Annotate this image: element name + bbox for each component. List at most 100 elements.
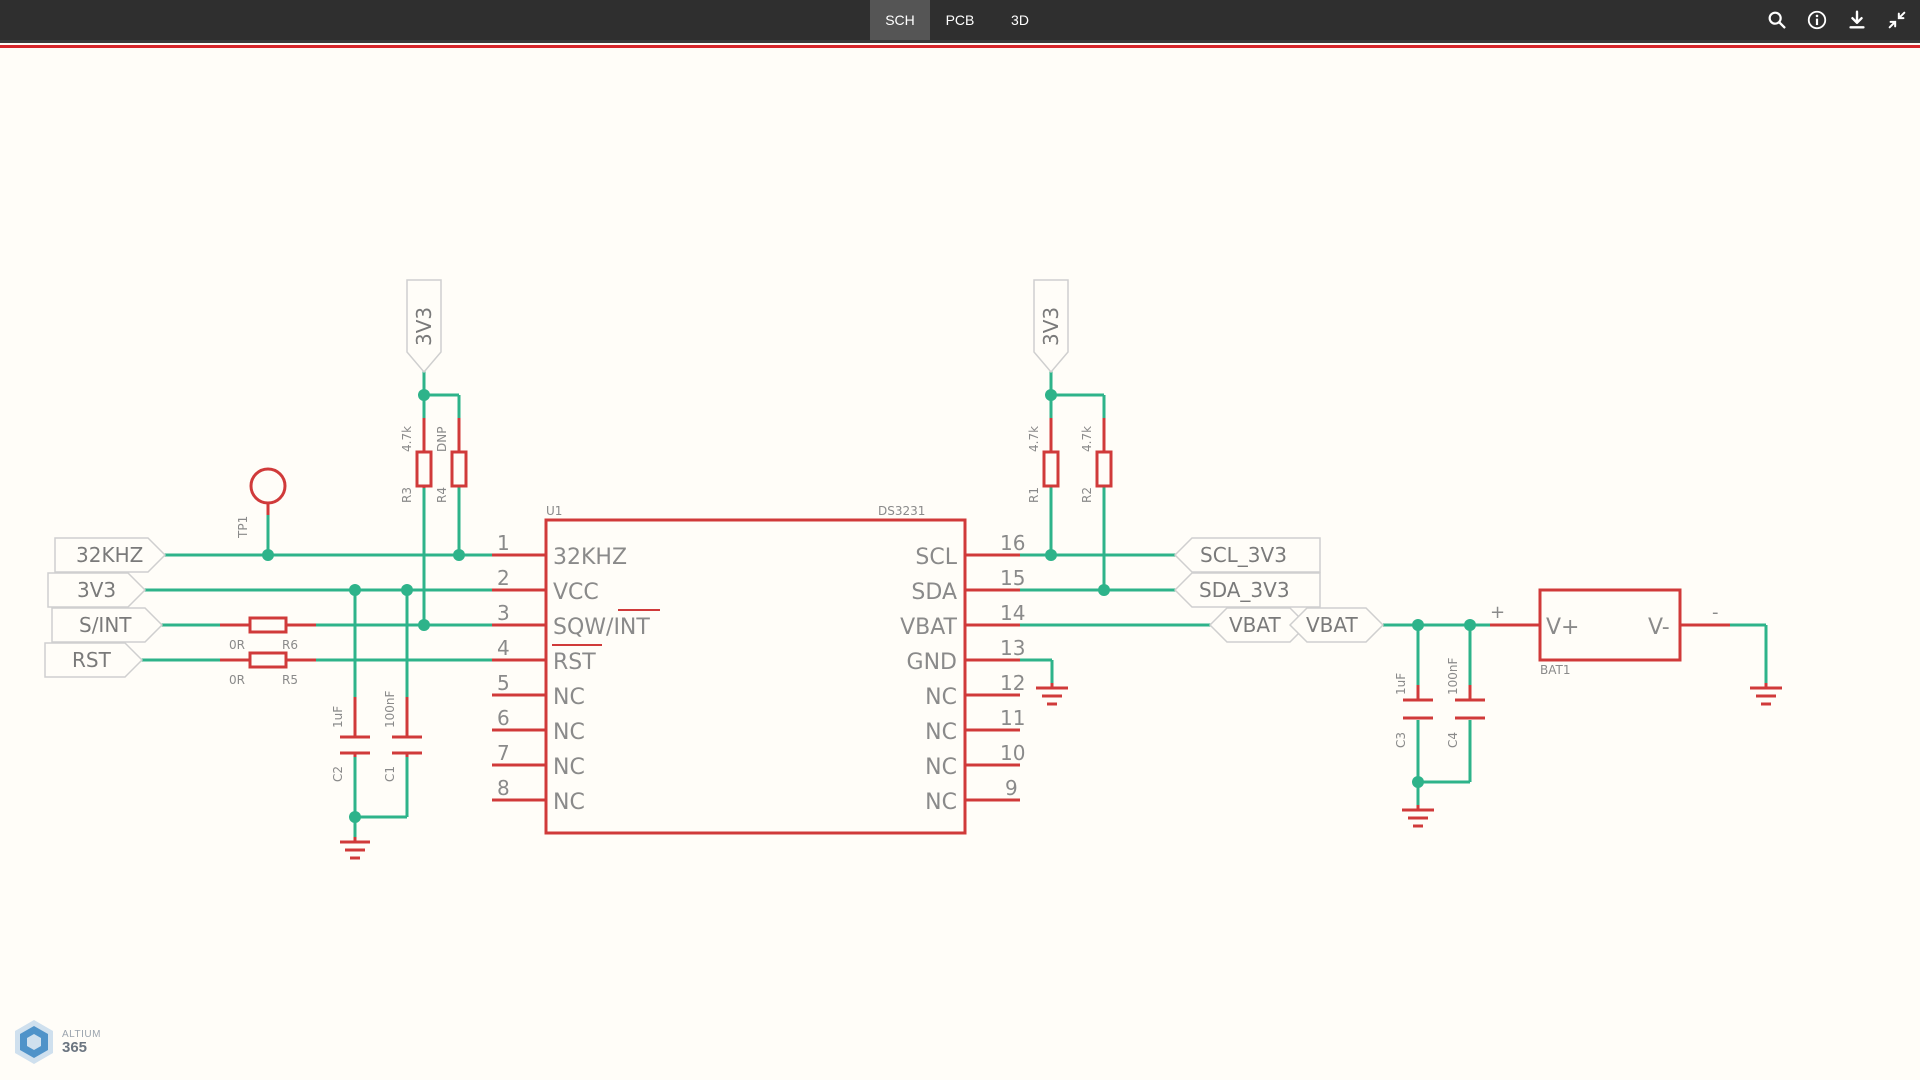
pin-number: 3: [497, 601, 510, 625]
pin-name: 32KHZ: [553, 545, 627, 570]
pin-number: 1: [497, 531, 510, 555]
pin-name: NC: [925, 720, 957, 745]
u1-pin-nums-right: 16 15 14 13 12 11 10 9: [1000, 531, 1025, 800]
tab-sch[interactable]: SCH: [870, 0, 930, 40]
tab-3d[interactable]: 3D: [1011, 12, 1029, 28]
pin-name: RST: [553, 650, 596, 675]
r5-ref: R5: [282, 673, 298, 687]
r1-ref: R1: [1027, 487, 1041, 503]
component-labels: 4.7k R3 DNP R4 4.7k R1 4.7k R2 0R R6 0R …: [229, 426, 1570, 782]
components: [220, 418, 1782, 860]
pin-name: NC: [925, 685, 957, 710]
port-texts: 32KHZ 3V3 S/INT RST SCL_3V3 SDA_3V3 VBAT…: [72, 307, 1359, 672]
battery-labels: V+ V- + -: [1490, 602, 1719, 640]
r2-ref: R2: [1080, 487, 1094, 503]
power-3v3-right-label: 3V3: [1039, 307, 1063, 346]
r6-value: 0R: [229, 638, 245, 652]
bat-plus-sign: +: [1490, 602, 1505, 623]
info-button[interactable]: [1804, 7, 1830, 33]
u1-part: DS3231: [878, 504, 925, 518]
u1-pin-nums-left: 1 2 3 4 5 6 7 8: [497, 531, 510, 800]
gnd-c2c1: [340, 837, 370, 860]
bat-vminus-label: V-: [1648, 615, 1670, 640]
pin-number: 7: [497, 741, 510, 765]
collapse-button[interactable]: [1884, 7, 1910, 33]
u1-ref: U1: [546, 504, 562, 518]
pin-number: 11: [1000, 706, 1025, 730]
pin-name: SQW/INT: [553, 615, 650, 640]
c1-ref: C1: [383, 766, 397, 782]
bat-minus-sign: -: [1712, 602, 1719, 623]
port-sda-label: SDA_3V3: [1199, 578, 1290, 602]
pin-number: 5: [497, 671, 510, 695]
header-divider: [0, 45, 1920, 48]
tab-pcb[interactable]: PCB: [945, 12, 975, 28]
pin-number: 15: [1000, 566, 1025, 590]
altium-hexagon-icon: [15, 1020, 53, 1064]
download-button[interactable]: [1844, 7, 1870, 33]
junctions: [262, 389, 1476, 823]
u1-labels: U1 DS3231: [546, 504, 925, 518]
port-sint-label: S/INT: [79, 613, 132, 637]
gnd-u1: [1036, 683, 1068, 706]
c4-value: 100nF: [1446, 657, 1460, 695]
pin-number: 6: [497, 706, 510, 730]
pin-name: VCC: [553, 580, 599, 605]
pin-name: NC: [553, 755, 585, 780]
pin-name: NC: [553, 720, 585, 745]
logo-line2: 365: [62, 1038, 88, 1056]
pin-name: NC: [925, 790, 957, 815]
r5-value: 0R: [229, 673, 245, 687]
pin-number: 13: [1000, 636, 1025, 660]
pin-number: 8: [497, 776, 510, 800]
pin-name: SDA: [911, 580, 957, 605]
pin-name: NC: [925, 755, 957, 780]
altium-logo: ALTIUM 365: [12, 1018, 101, 1066]
pin-number: 12: [1000, 671, 1025, 695]
download-icon: [1849, 10, 1865, 29]
ports: [44, 279, 1385, 678]
power-3v3-left-label: 3V3: [412, 307, 436, 346]
c1-value: 100nF: [383, 690, 397, 728]
c2-value: 1uF: [331, 706, 345, 728]
r3-ref: R3: [400, 487, 414, 503]
port-vbat-label: VBAT: [1229, 613, 1282, 637]
view-tabs: SCH PCB 3D: [870, 0, 1050, 40]
toolbar-actions: [1764, 0, 1910, 40]
pin-number: 2: [497, 566, 510, 590]
pin-number: 10: [1000, 741, 1025, 765]
pin-number: 14: [1000, 601, 1025, 625]
tp1-ref: TP1: [236, 516, 250, 539]
schematic-canvas[interactable]: 32KHZ 3V3 S/INT RST SCL_3V3 SDA_3V3 VBAT…: [0, 48, 1920, 1080]
collapse-icon: [1888, 11, 1906, 29]
info-icon: [1807, 10, 1827, 30]
r1-value: 4.7k: [1027, 426, 1041, 452]
bat1-ref: BAT1: [1540, 663, 1570, 677]
top-toolbar: SCH PCB 3D: [0, 0, 1920, 43]
pin-name: NC: [553, 790, 585, 815]
r6-ref: R6: [282, 638, 298, 652]
port-rst-label: RST: [72, 648, 112, 672]
c2-ref: C2: [331, 766, 345, 782]
search-icon: [1768, 11, 1786, 29]
port-32khz-label: 32KHZ: [76, 543, 143, 567]
pin-number: 16: [1000, 531, 1025, 555]
c4-ref: C4: [1446, 732, 1460, 748]
gnd-battery: [1750, 683, 1782, 706]
r2-value: 4.7k: [1080, 426, 1094, 452]
bat-vplus-label: V+: [1546, 615, 1579, 640]
u1-pin-names-right: SCL SDA VBAT GND NC NC NC NC: [900, 545, 958, 815]
c3-value: 1uF: [1394, 673, 1408, 695]
wires: [140, 370, 1768, 837]
port-vbat2-label: VBAT: [1306, 613, 1359, 637]
port-3v3-label: 3V3: [77, 578, 116, 602]
pin-name: GND: [907, 650, 957, 675]
search-button[interactable]: [1764, 7, 1790, 33]
pin-number: 4: [497, 636, 510, 660]
r4-value: DNP: [435, 427, 449, 452]
u1-pin-names-left: 32KHZ VCC SQW/INT RST NC NC NC NC: [553, 545, 650, 815]
pin-name: VBAT: [900, 615, 957, 640]
logo-line1: ALTIUM: [62, 1028, 101, 1040]
r3-value: 4.7k: [400, 426, 414, 452]
port-scl-label: SCL_3V3: [1200, 543, 1287, 567]
